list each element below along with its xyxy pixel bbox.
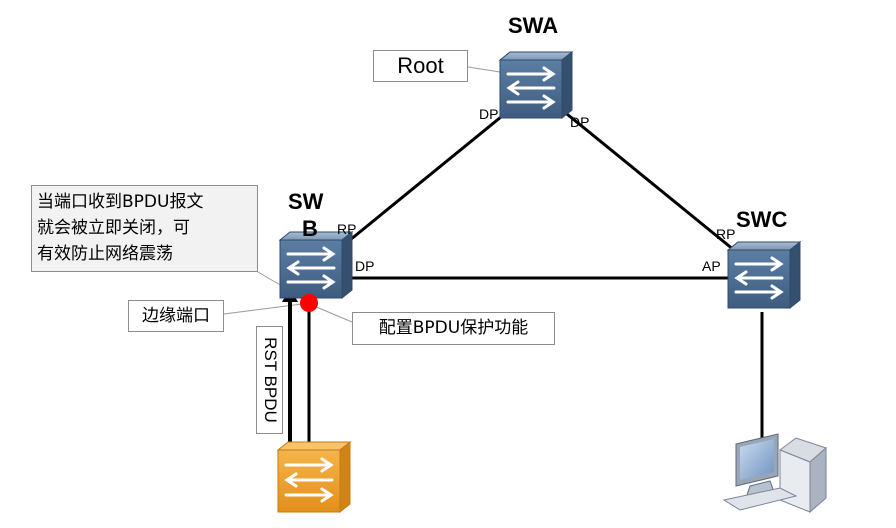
- bpdu-note-line1: 当端口收到BPDU报文: [37, 192, 204, 212]
- bpdu-protect-label: 配置BPDU保护功能: [378, 318, 529, 338]
- swa-name: SWA: [508, 13, 559, 38]
- bpdu-note-callout: 当端口收到BPDU报文 就会被立即关闭，可 有效防止网络震荡: [31, 185, 258, 272]
- link-swa-swc: [561, 108, 735, 252]
- edge-port-dot: [300, 294, 318, 312]
- leader-root: [467, 66, 501, 73]
- root-callout: Root: [373, 50, 468, 82]
- port-swc-left: AP: [702, 258, 721, 274]
- port-swb-right: DP: [355, 258, 375, 274]
- swc-name: SWC: [736, 207, 788, 232]
- edge-port-callout: 边缘端口: [128, 300, 224, 332]
- port-swa-right: DP: [570, 114, 590, 130]
- pc-icon: [722, 433, 827, 514]
- leader-bpdu-protect: [313, 305, 353, 323]
- port-swb-top: RP: [337, 221, 357, 237]
- edge-switch-icon: [276, 440, 352, 514]
- rst-bpdu-callout: RST BPDU: [256, 326, 283, 434]
- edge-port-label: 边缘端口: [142, 306, 210, 326]
- switch-swa-icon: [498, 50, 574, 120]
- bpdu-protect-callout: 配置BPDU保护功能: [352, 312, 555, 345]
- switch-swc-icon: [726, 240, 802, 310]
- port-swc-top: RP: [716, 226, 736, 242]
- rst-bpdu-label: RST BPDU: [260, 337, 280, 423]
- switch-swb-icon: [278, 230, 354, 300]
- bpdu-note-line3: 有效防止网络震荡: [37, 244, 173, 264]
- swb-name-line1: SW: [288, 189, 324, 214]
- rst-bpdu-arrow: [282, 288, 298, 442]
- swb-name-line2: B: [302, 216, 318, 241]
- port-swa-left: DP: [479, 106, 499, 122]
- root-label: Root: [397, 53, 444, 78]
- link-swa-swb: [349, 106, 513, 242]
- bpdu-note-line2: 就会被立即关闭，可: [37, 218, 190, 238]
